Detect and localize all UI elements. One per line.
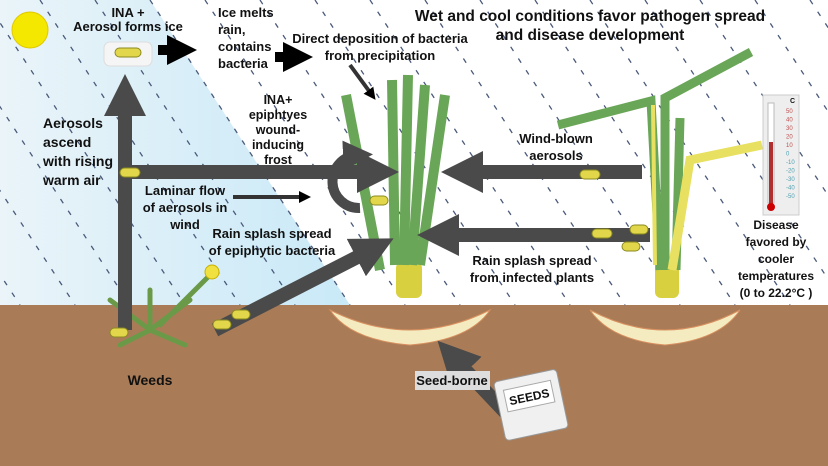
thermometer-tick-label: -30 — [786, 177, 795, 183]
seed-borne-label: Seed-borne — [416, 373, 488, 388]
seed-borne-label-box — [415, 371, 490, 390]
thermometer-tick-label: -50 — [786, 194, 795, 200]
rain-line — [754, 0, 828, 113]
rain-line — [204, 0, 406, 306]
rain-line — [809, 0, 828, 29]
thermometer-tick-label: -20 — [786, 169, 795, 175]
thermometer-tick-label: 30 — [786, 126, 793, 132]
rain-line — [534, 0, 736, 306]
rain-line — [39, 0, 241, 306]
sky-background — [0, 0, 350, 305]
aerosol-flow-arrows — [104, 74, 650, 420]
thermometer-tick-label: 0 — [786, 152, 790, 158]
rain-line — [314, 0, 516, 306]
rain-line — [479, 0, 681, 306]
thermometer: C 50 40 30 20 10 0 -10 -20 -30 -40 -50 — [762, 94, 800, 216]
thermometer-tick-label: 40 — [786, 118, 793, 124]
thermometer-tick-label: 10 — [786, 143, 793, 149]
sun-icon — [11, 11, 49, 49]
thermometer-tick-label: -10 — [786, 160, 795, 166]
rain-line — [424, 0, 626, 306]
rain-line — [0, 21, 186, 306]
frost-circular-arrow — [327, 140, 373, 213]
rain-line — [589, 0, 791, 306]
ina-aerosol-label: INA +Aerosol forms ice — [73, 5, 183, 34]
thermometer-tick-label: -40 — [786, 186, 795, 192]
thermometer-unit: C — [790, 98, 795, 105]
title-label: Wet and cool conditions favor pathogen s… — [415, 8, 765, 44]
rain-line — [699, 0, 828, 197]
rain-lines — [0, 0, 828, 306]
rain-line — [0, 105, 131, 306]
infected-plant-right — [556, 48, 763, 346]
bacteria-icons — [109, 47, 649, 338]
deposition-arrow — [348, 63, 376, 100]
thermometer-tick-label: 20 — [786, 135, 793, 141]
seeds-packet: SEEDS — [493, 369, 569, 441]
thermometer-tick-label: 50 — [786, 109, 793, 115]
weeds-label: Weeds — [128, 372, 173, 388]
